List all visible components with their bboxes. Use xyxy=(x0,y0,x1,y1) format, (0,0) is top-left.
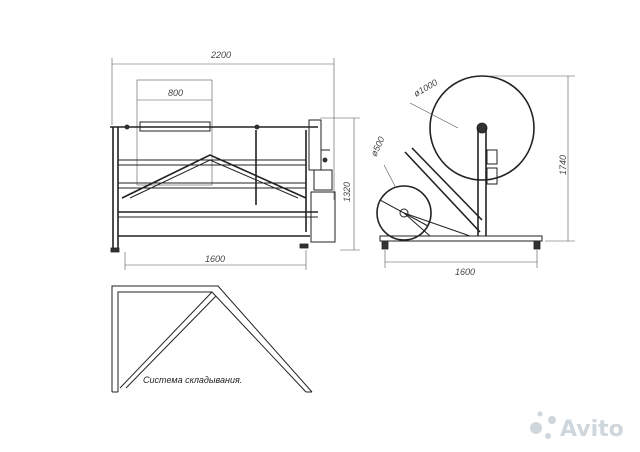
dim-front-base: 1600 xyxy=(205,254,225,264)
avito-logo-icon xyxy=(530,411,556,439)
avito-watermark: Avito xyxy=(530,411,624,442)
dim-side-base: 1600 xyxy=(455,267,475,277)
dim-front-width: 2200 xyxy=(210,50,231,60)
folding-system-detail: Система складывания. xyxy=(111,285,313,393)
side-view: ø1000 ø500 1600 1740 xyxy=(369,75,575,277)
dim-side-large-dia: ø1000 xyxy=(412,77,439,98)
watermark-text: Avito xyxy=(560,417,624,442)
dim-front-height: 1320 xyxy=(342,182,352,202)
front-view: 2200 800 xyxy=(110,50,360,270)
dim-side-small-dia: ø500 xyxy=(369,135,387,158)
dim-side-height: 1740 xyxy=(558,155,568,175)
folding-system-caption: Система складывания. xyxy=(143,375,242,385)
dim-front-inner: 800 xyxy=(168,88,183,98)
